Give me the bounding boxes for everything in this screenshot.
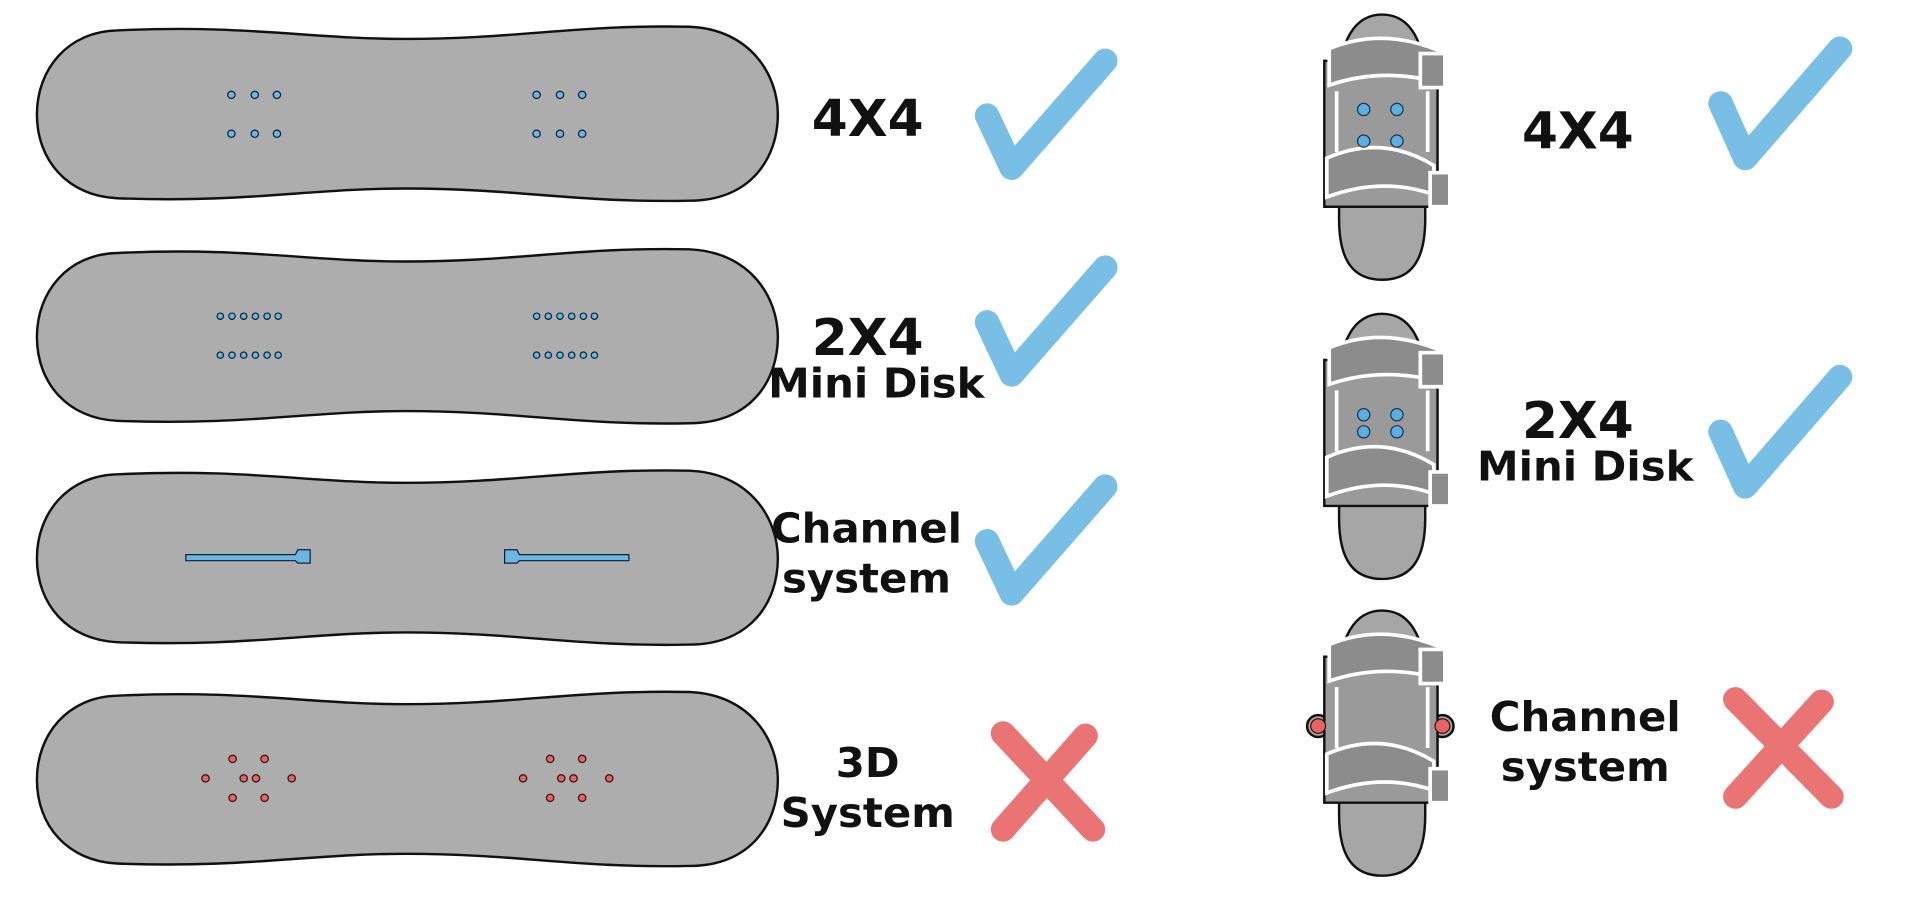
binding-4x4 [1322, 12, 1452, 282]
cross-icon [1723, 687, 1844, 809]
binding-label-channel: Channel [1490, 692, 1681, 741]
check-icon [1708, 36, 1853, 171]
board-label-4x4: 4X4 [812, 89, 924, 149]
binding [1322, 608, 1452, 878]
binding-sublabel-system: system [1501, 742, 1670, 791]
board-label-channel: Channel [771, 504, 962, 553]
board-sublabel-mini-disk: Mini Disk [768, 359, 986, 408]
binding-2x4 [1322, 311, 1452, 581]
check-icon [974, 255, 1118, 387]
cross-icon [990, 721, 1106, 842]
board-2x4 [35, 247, 780, 425]
snowboard [35, 247, 780, 425]
board-3d [35, 690, 780, 868]
mount-channels [185, 549, 630, 564]
check-icon [974, 474, 1118, 606]
binding-disc-holes-2x4 [1356, 408, 1404, 439]
board-channel [35, 469, 780, 647]
binding-channel [1305, 608, 1455, 878]
board-sublabel-system: System [781, 788, 955, 837]
snowboard [35, 469, 780, 647]
mount-holes-4x4 [227, 90, 587, 139]
check-icon [974, 48, 1118, 180]
binding-channel-nubs [1310, 718, 1451, 734]
mount-holes-2x4 [216, 312, 599, 359]
board-sublabel-system: system [782, 554, 951, 603]
binding-label-2x4: 2X4 [1522, 391, 1634, 451]
mount-holes-3d [201, 754, 614, 803]
binding-sublabel-mini-disk: Mini Disk [1477, 442, 1695, 491]
board-label-2x4: 2X4 [812, 308, 924, 368]
binding [1322, 311, 1452, 581]
binding [1322, 12, 1452, 282]
binding-label-4x4: 4X4 [1522, 102, 1634, 162]
binding-disc-holes-4x4 [1356, 102, 1404, 148]
check-icon [1708, 364, 1853, 499]
board-label-3d: 3D [836, 738, 900, 787]
board-4x4 [35, 25, 780, 203]
snowboard [35, 690, 780, 868]
snowboard [35, 25, 780, 203]
